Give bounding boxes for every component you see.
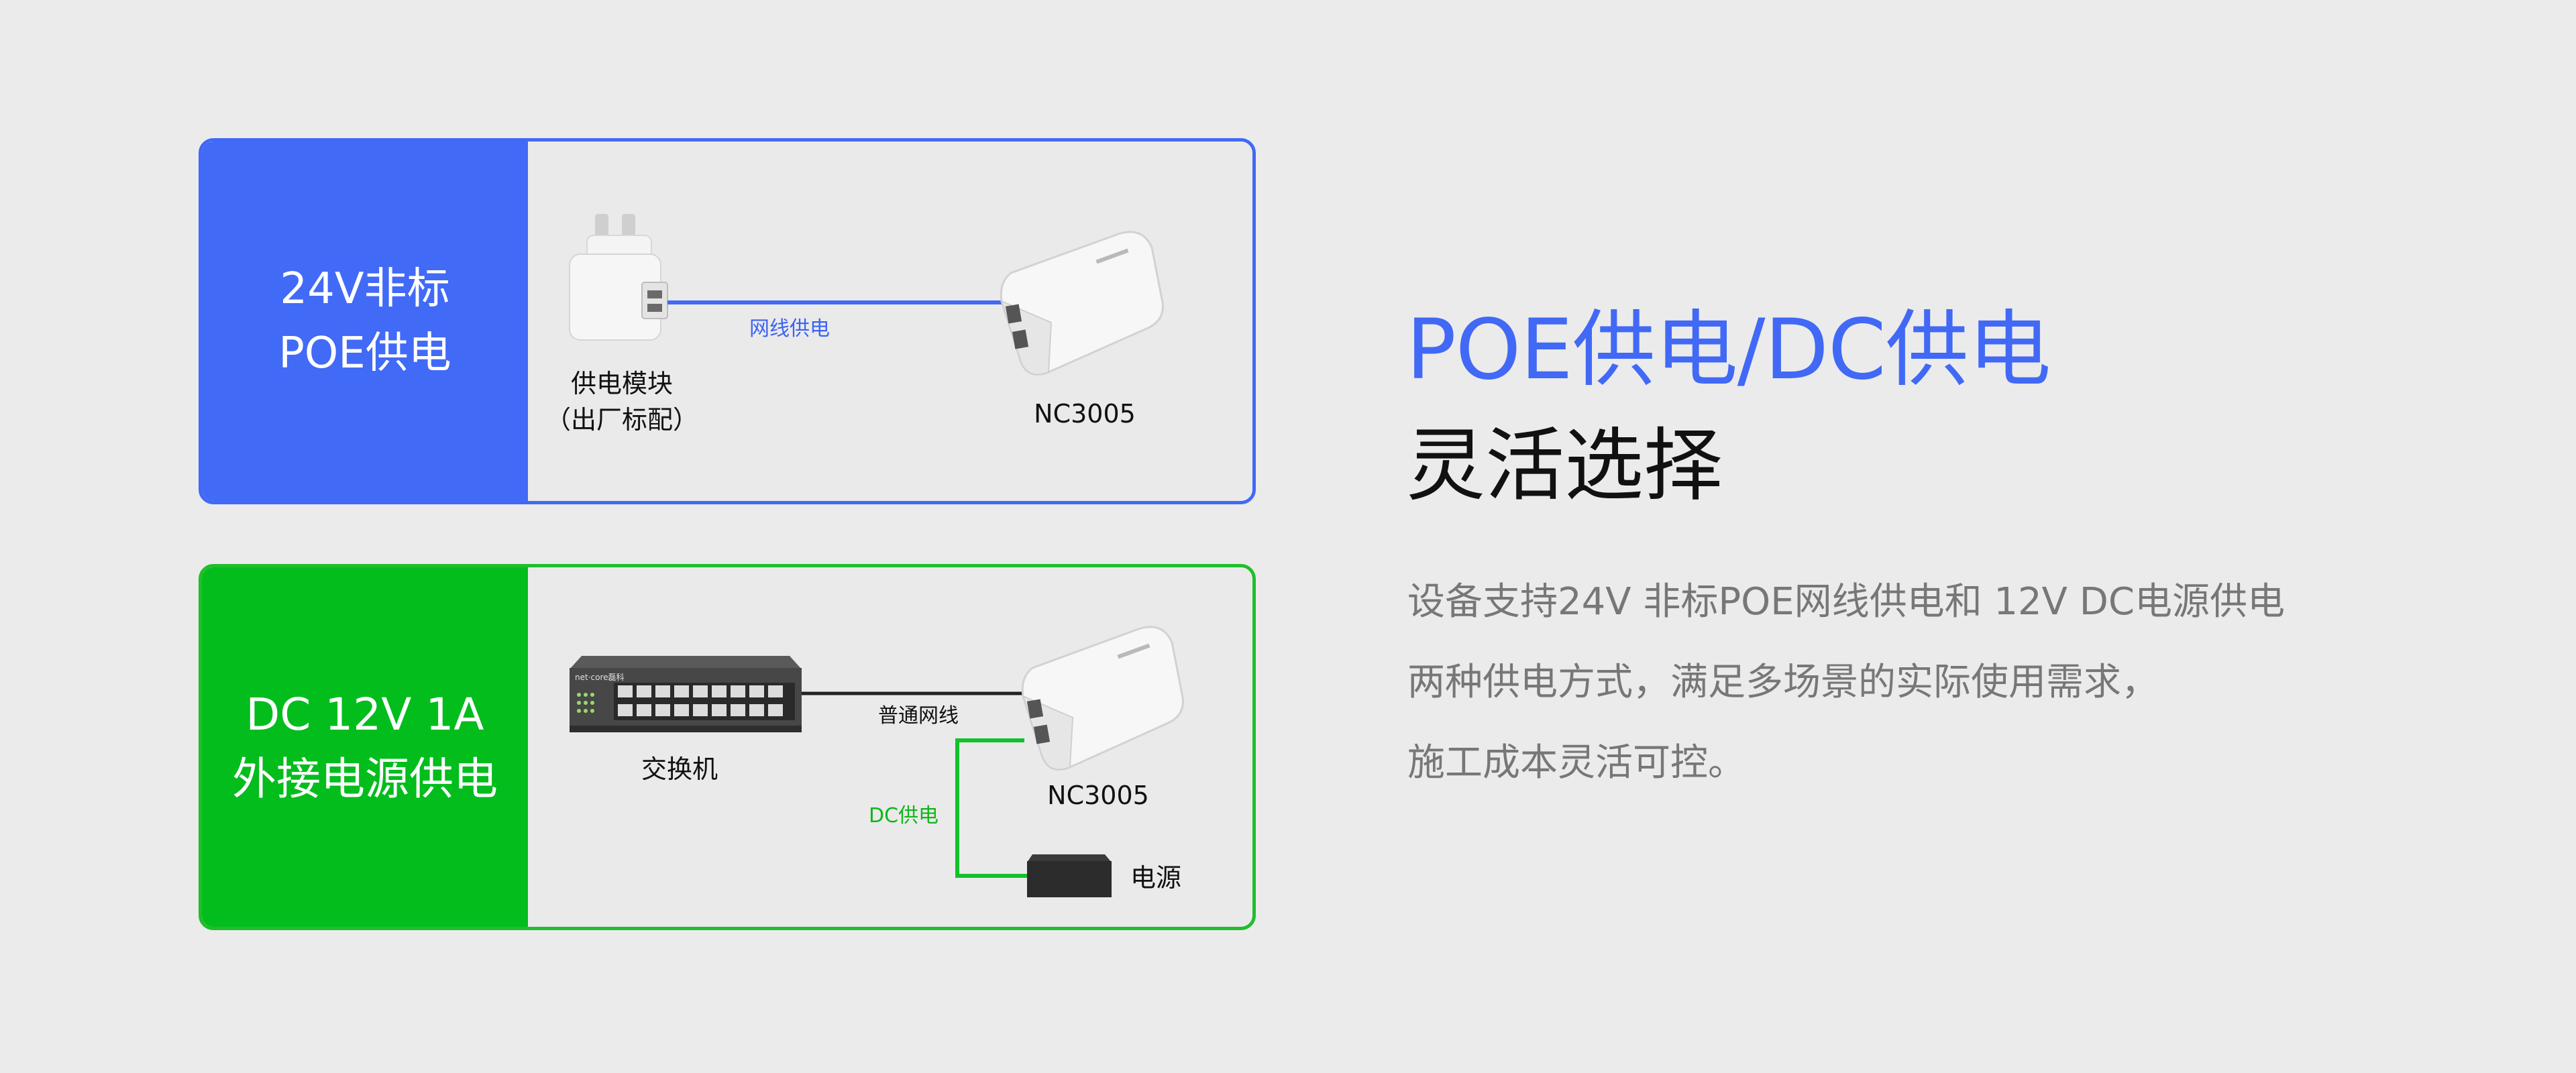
dc-card-label-panel: DC 12V 1A 外接电源供电 (202, 567, 528, 927)
poe-card-title-line1: 24V非标 (280, 264, 450, 314)
description-line3: 施工成本灵活可控。 (1407, 741, 1746, 785)
network-switch-icon: net·core磊科 (570, 656, 802, 732)
poe-card-label-panel: 24V非标 POE供电 (202, 142, 528, 501)
description-line2: 两种供电方式，满足多场景的实际使用需求， (1407, 661, 2159, 704)
poe-power-card: 24V非标 POE供电 (199, 138, 1256, 504)
headline-line2: 灵活选择 (1406, 419, 1723, 512)
switch-brand: net·core磊科 (575, 673, 625, 682)
dc-device-label: NC3005 (1047, 781, 1149, 810)
switch-label: 交换机 (641, 754, 718, 784)
poe-diagram-drawing (569, 214, 1164, 376)
dc-diagram-drawing: net·core磊科 (570, 626, 1184, 897)
poe-diagram: 网线供电 供电模块 （出厂标配） NC3005 (528, 142, 1252, 501)
nc3005-device-icon (1000, 231, 1164, 376)
headline-line1: POE供电/DC供电 (1406, 302, 2051, 398)
dc-cable-line (955, 738, 1031, 878)
injector-label-line1: 供电模块 (570, 369, 673, 398)
injector-label-line2: （出厂标配） (545, 405, 698, 435)
dc-card-title-line2: 外接电源供电 (232, 753, 498, 805)
dc-power-card: DC 12V 1A 外接电源供电 (199, 564, 1256, 930)
dc-card-title-line1: DC 12V 1A (246, 689, 484, 740)
poe-card-title-line2: POE供电 (278, 329, 451, 378)
power-adapter-icon (1027, 854, 1112, 897)
dc-power-label: DC供电 (869, 804, 939, 828)
poe-device-label: NC3005 (1034, 399, 1136, 429)
description-line1: 设备支持24V 非标POE网线供电和 12V DC电源供电 (1407, 580, 2285, 624)
network-cable-label: 普通网线 (878, 704, 959, 728)
power-source-label: 电源 (1130, 863, 1182, 893)
nc3005-device-icon (1021, 626, 1184, 771)
poe-cable-label: 网线供电 (749, 317, 830, 341)
dc-diagram: net·core磊科 交换机 普通网线 DC供电 NC3005 电源 (528, 567, 1252, 927)
power-injector-icon (569, 214, 668, 341)
